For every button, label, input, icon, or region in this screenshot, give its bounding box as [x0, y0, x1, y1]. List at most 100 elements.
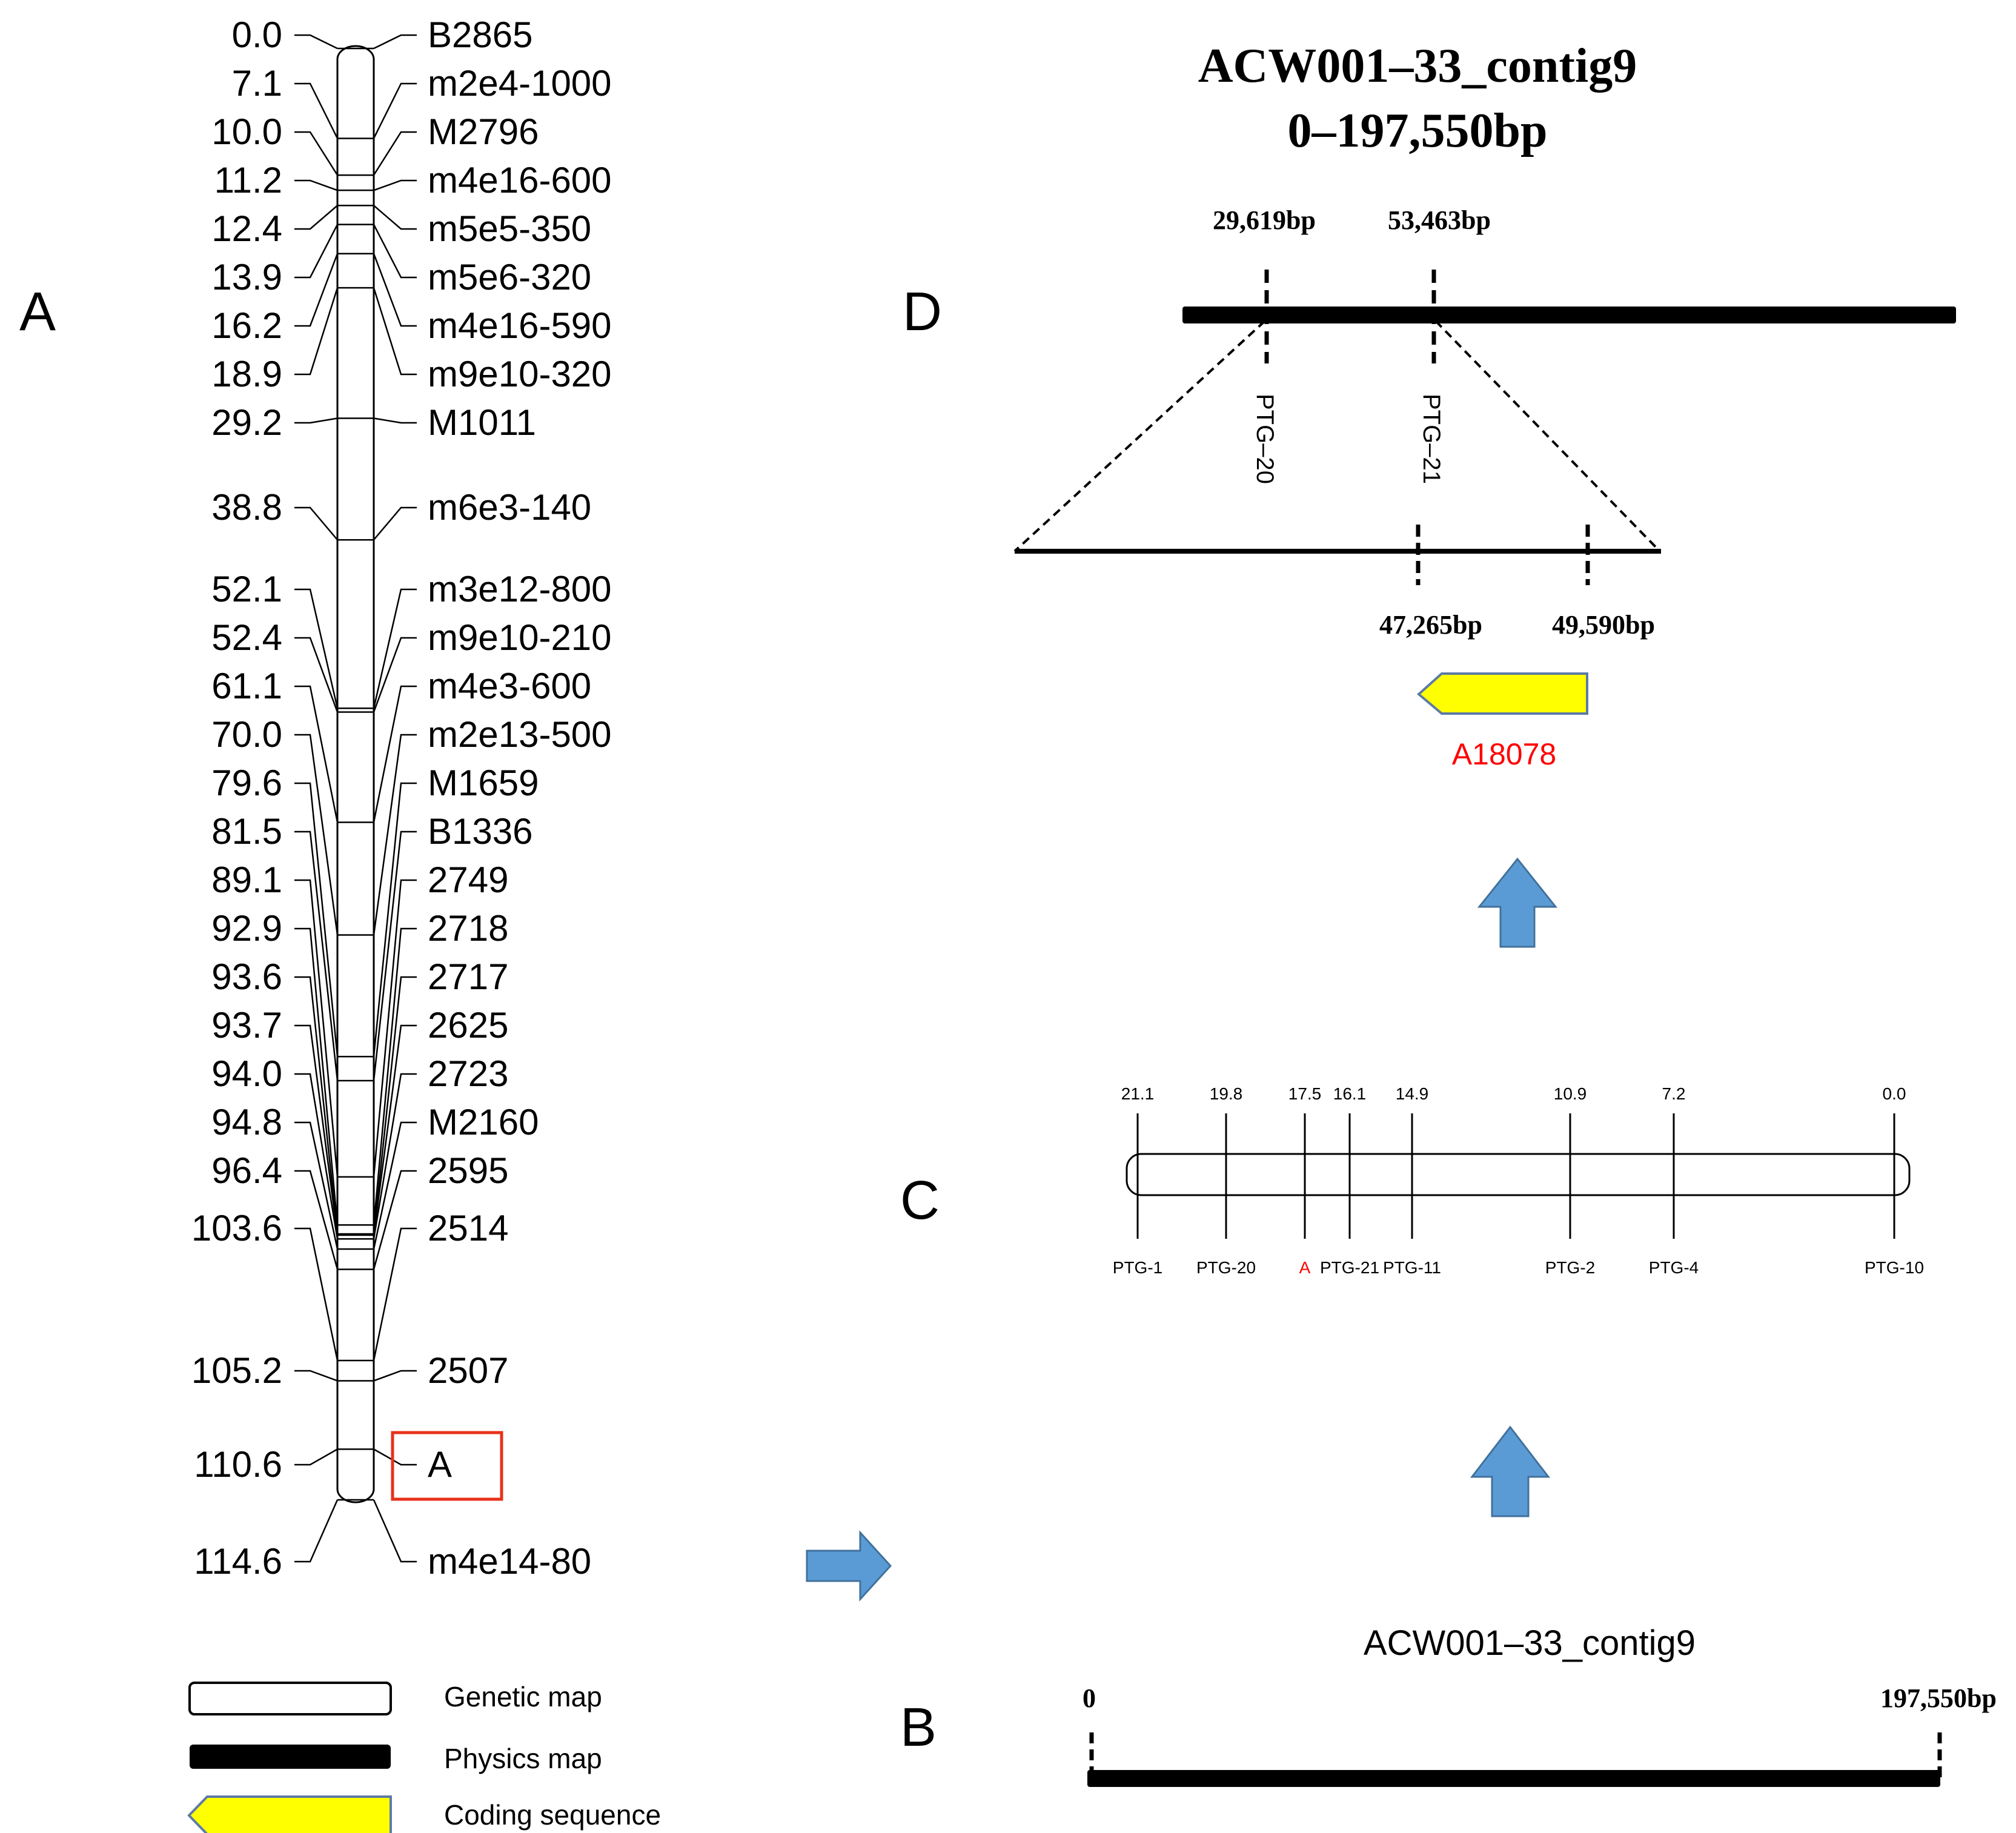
- panel-d-physical-map-bar: [1182, 307, 1956, 323]
- marker-connector-right: [373, 1121, 417, 1250]
- marker-name: m9e10-320: [428, 354, 612, 394]
- marker-position: 52.1: [211, 569, 282, 609]
- marker-connector-left: [294, 205, 338, 230]
- marker-position: 70.0: [211, 714, 282, 755]
- marker-connector-left: [294, 685, 339, 823]
- marker-position: 110.6: [194, 1444, 282, 1485]
- marker-name: m2e13-500: [428, 714, 612, 755]
- fine-map-position: 17.5: [1288, 1084, 1322, 1103]
- marker-connector-right: [373, 1227, 417, 1361]
- marker-position: 103.6: [191, 1208, 282, 1248]
- marker-position: 11.2: [214, 160, 282, 201]
- marker-connector-right: [373, 205, 417, 230]
- marker-connector-right: [373, 506, 417, 541]
- fine-map-marker-name: PTG-20: [1196, 1258, 1256, 1277]
- fine-map-marker-name: PTG-10: [1865, 1258, 1924, 1277]
- panel-label-d: D: [903, 282, 942, 342]
- panel-d-title-line1: ACW001–33_contig9: [1198, 39, 1637, 93]
- marker-connector-left: [294, 976, 339, 1235]
- arrow-right-icon: [806, 1530, 892, 1602]
- marker-name: m3e12-800: [428, 569, 612, 609]
- marker-position: 0.0: [232, 15, 282, 55]
- marker-name: B2865: [428, 15, 533, 55]
- marker-position: 16.2: [211, 305, 282, 346]
- marker-name: M2160: [428, 1102, 539, 1142]
- marker-connector-left: [294, 1073, 339, 1239]
- panel-d-zoom-left-line: [1013, 320, 1266, 552]
- legend-physics-map-label: Physics map: [444, 1743, 602, 1774]
- marker-connector-right: [373, 417, 417, 424]
- coding-sequence-gene-arrow: [1416, 672, 1588, 715]
- marker-connector-right: [373, 1024, 417, 1236]
- marker-connector-left: [294, 637, 339, 712]
- marker-connector-left: [294, 131, 339, 176]
- legend-coding-sequence-label: Coding sequence: [444, 1799, 661, 1831]
- legend-physics-map-swatch: [190, 1745, 391, 1769]
- fine-map-position: 7.2: [1662, 1084, 1686, 1103]
- marker-name: 2507: [428, 1350, 508, 1391]
- marker-connector-left: [294, 782, 339, 1057]
- marker-connector-left: [294, 1227, 339, 1361]
- marker-name: 2717: [428, 956, 508, 997]
- panel-d-marker-left-label: PTG–20: [1252, 394, 1278, 484]
- marker-position: 105.2: [191, 1350, 282, 1391]
- panel-c-chromosome-bar: [1126, 1153, 1911, 1196]
- marker-connector-left: [294, 1024, 339, 1236]
- marker-connector-left: [294, 734, 339, 935]
- marker-connector-left: [294, 588, 339, 709]
- panel-b-end-label: 197,550bp: [1880, 1683, 1997, 1713]
- marker-position: 7.1: [232, 63, 282, 104]
- marker-connector-left: [294, 34, 338, 50]
- target-marker-highlight-box: [391, 1431, 503, 1501]
- marker-connector-right: [373, 685, 417, 823]
- marker-connector-left: [294, 1448, 338, 1466]
- marker-position: 13.9: [211, 257, 282, 297]
- marker-connector-right: [373, 34, 417, 50]
- marker-connector-right: [373, 287, 417, 376]
- marker-name: m4e16-590: [428, 305, 612, 346]
- marker-position: 10.0: [211, 111, 282, 152]
- marker-connector-left: [294, 417, 338, 424]
- arrow-up-icon: [1470, 1425, 1551, 1517]
- panel-d-right-bp-label: 53,463bp: [1388, 205, 1491, 235]
- linkage-group-marker-names: B2865m2e4-1000M2796m4e16-600m5e5-350m5e6…: [428, 15, 612, 1582]
- marker-position: 29.2: [211, 402, 282, 443]
- marker-name: 2595: [428, 1150, 508, 1191]
- marker-connector-right: [373, 927, 417, 1225]
- fine-map-position: 16.1: [1333, 1084, 1367, 1103]
- marker-connector-right: [373, 179, 417, 191]
- fine-map-position: 10.9: [1554, 1084, 1587, 1103]
- fine-map-marker-name: PTG-4: [1649, 1258, 1699, 1277]
- marker-connector-left: [294, 927, 339, 1225]
- marker-name: m9e10-210: [428, 617, 612, 658]
- panel-b-physical-map-bar: [1087, 1770, 1940, 1787]
- legend-genetic-map-label: Genetic map: [444, 1681, 602, 1712]
- fine-map-marker-name: PTG-11: [1383, 1258, 1441, 1277]
- fine-map-position: 21.1: [1121, 1084, 1155, 1103]
- fine-map-marker-name: A: [1299, 1258, 1311, 1277]
- fine-map-position: 19.8: [1210, 1084, 1243, 1103]
- marker-connector-right: [373, 131, 417, 176]
- marker-position: 114.6: [194, 1541, 282, 1582]
- marker-position: 93.6: [211, 956, 282, 997]
- marker-connector-right: [373, 82, 417, 139]
- marker-connector-right: [373, 1170, 417, 1270]
- marker-connector-left: [294, 253, 339, 327]
- gene-name-label: A18078: [1452, 737, 1556, 771]
- marker-connector-left: [294, 82, 339, 139]
- arrow-up-icon: [1477, 857, 1558, 948]
- panel-d-zoom-right-line: [1434, 320, 1661, 552]
- panel-b-start-label: 0: [1083, 1683, 1096, 1713]
- marker-name: 2749: [428, 860, 508, 900]
- marker-position: 81.5: [211, 811, 282, 852]
- marker-position: 12.4: [211, 208, 282, 249]
- marker-position: 79.6: [211, 763, 282, 803]
- fine-map-marker-name: PTG-1: [1113, 1258, 1162, 1277]
- panel-b-title: ACW001–33_contig9: [1364, 1623, 1696, 1663]
- panel-d-zoom-left-bp-label: 47,265bp: [1379, 610, 1482, 640]
- panel-label-b: B: [900, 1697, 937, 1758]
- marker-name: M1659: [428, 763, 539, 803]
- marker-name: m4e14-80: [428, 1541, 591, 1582]
- marker-position: 61.1: [211, 666, 282, 706]
- marker-name: M2796: [428, 111, 539, 152]
